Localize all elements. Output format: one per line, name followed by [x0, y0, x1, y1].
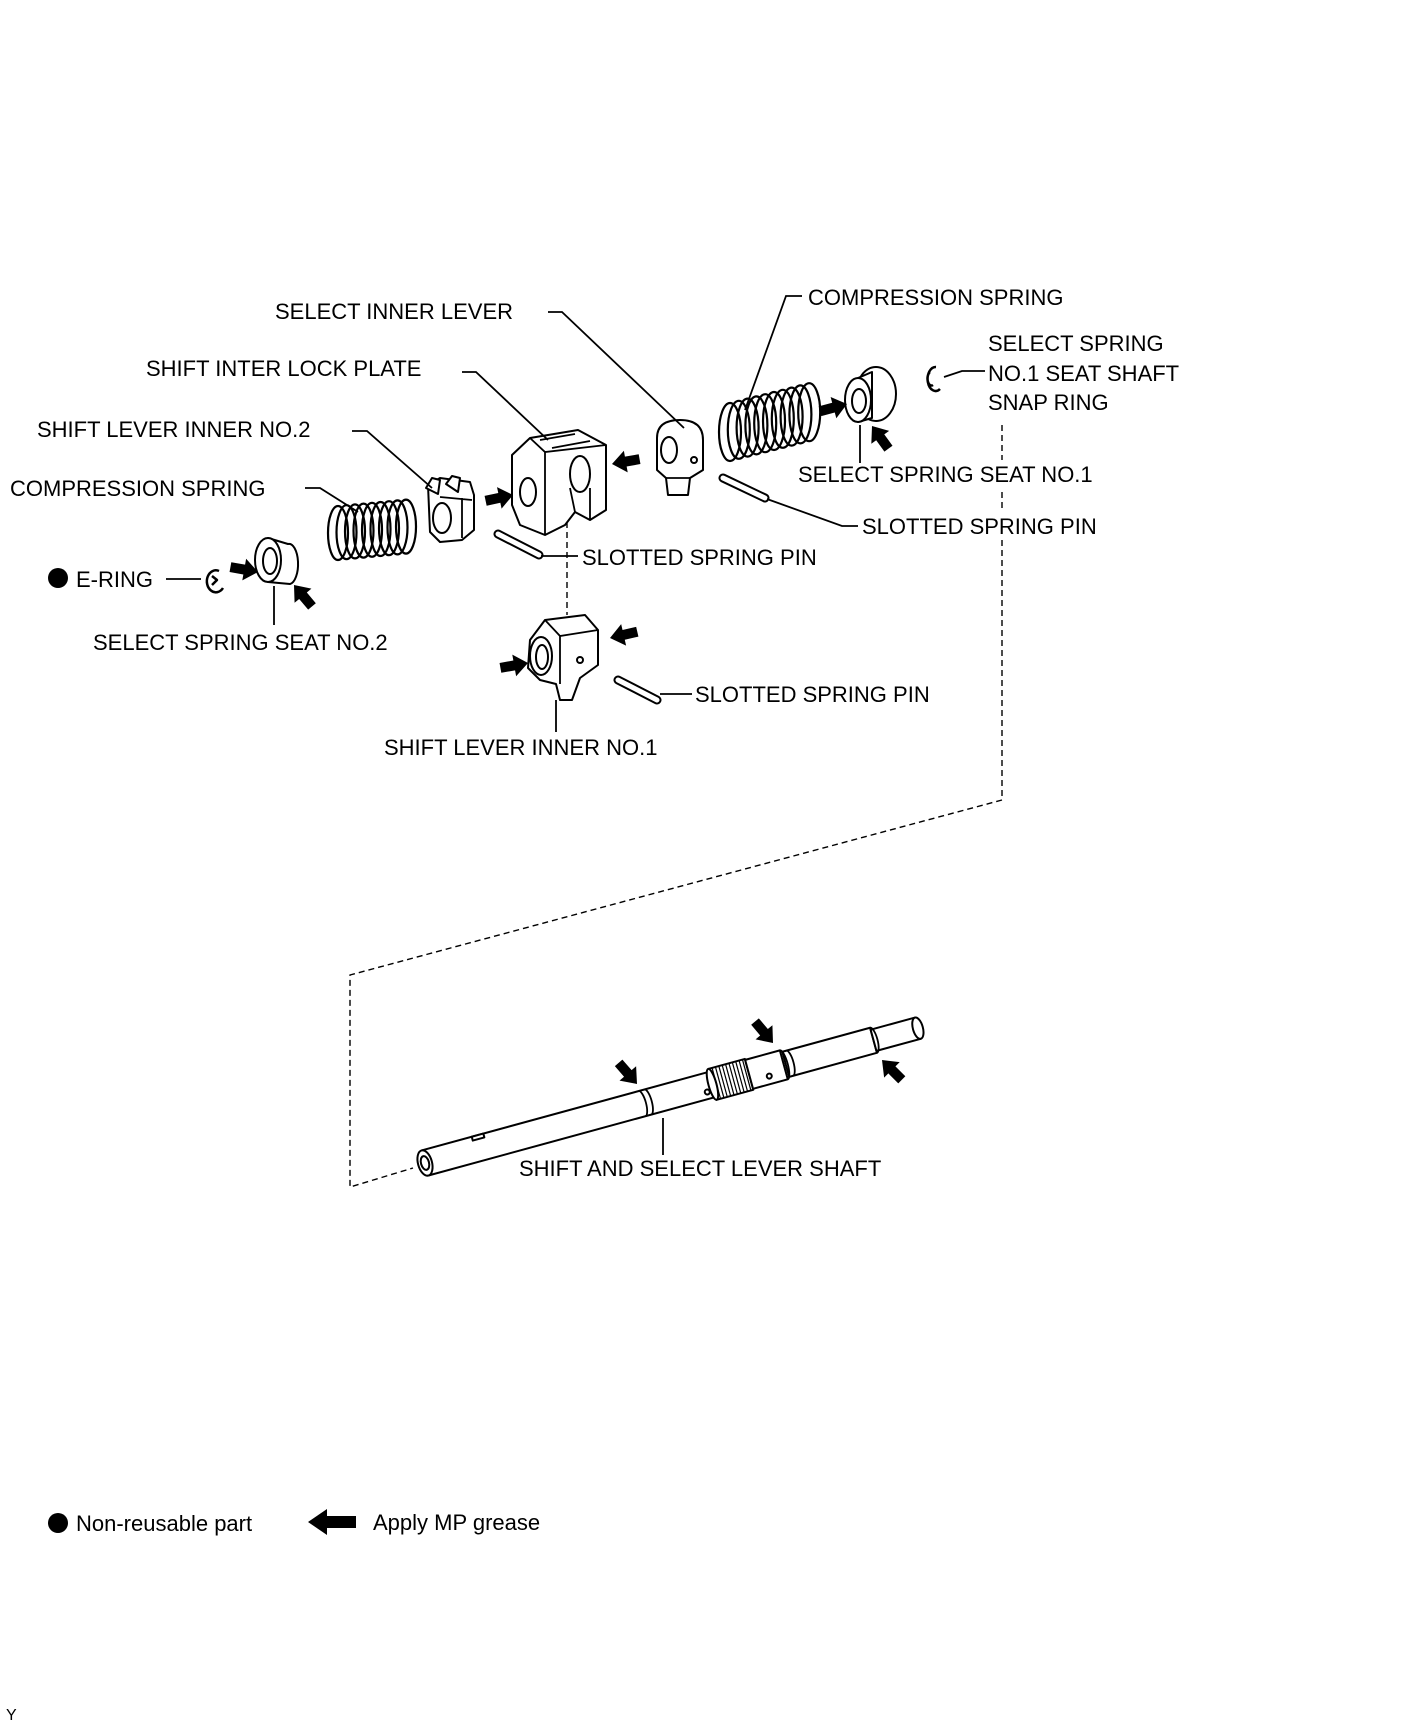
black-dot-icon — [48, 1513, 68, 1533]
leader-shift-inter-lock-plate — [462, 371, 549, 441]
label-snap-ring-line2: NO.1 SEAT SHAFT — [988, 361, 1179, 386]
label-shift-and-select-lever-shaft: SHIFT AND SELECT LEVER SHAFT — [519, 1156, 881, 1181]
spring-coil — [753, 393, 778, 454]
compression-spring-left-part — [326, 498, 418, 562]
spline-ridge — [735, 1061, 745, 1093]
compression-spring-right-part — [717, 382, 822, 463]
shift-inter-lock-plate-part — [511, 429, 607, 536]
shift-lever-inner-no1-part — [527, 614, 599, 701]
grease-arrow-icon — [863, 419, 898, 456]
label-e-ring: E-RING — [76, 567, 153, 592]
legend: Non-reusable part Apply MP grease — [48, 1509, 540, 1536]
grease-arrow-icon — [498, 652, 530, 679]
leader-snap-ring — [943, 370, 985, 378]
slotted-spring-pin-right-part — [718, 473, 770, 503]
spline-ridge — [718, 1065, 728, 1098]
label-slotted-spring-pin-right: SLOTTED SPRING PIN — [862, 514, 1097, 539]
spring-coil — [360, 501, 384, 558]
spring-coil — [394, 498, 418, 555]
label-shift-lever-inner-no2: SHIFT LEVER INNER NO.2 — [37, 417, 310, 442]
spring-coil — [326, 504, 350, 562]
label-snap-ring-line3: SNAP RING — [988, 390, 1109, 415]
spring-coil — [717, 401, 743, 463]
label-select-spring-seat-no2: SELECT SPRING SEAT NO.2 — [93, 630, 388, 655]
spring-coil — [735, 397, 760, 458]
select-inner-lever-part — [656, 419, 704, 496]
spring-coil — [386, 499, 409, 556]
slotted-spring-pin-center-part — [493, 529, 544, 560]
spring-coil — [377, 500, 401, 557]
spring-coil — [770, 388, 795, 449]
spline-ridge — [724, 1064, 735, 1096]
label-select-spring-seat-no1: SELECT SPRING SEAT NO.1 — [798, 462, 1093, 487]
non-reusable-dot-icon — [48, 568, 68, 588]
legend-non-reusable: Non-reusable part — [76, 1511, 252, 1536]
leader-shift-lever-inner-no2 — [352, 430, 433, 489]
spring-coil — [744, 395, 769, 456]
spring-coil — [352, 502, 375, 559]
label-select-inner-lever: SELECT INNER LEVER — [275, 299, 513, 324]
spring-coil — [797, 382, 822, 443]
grease-arrow-icon — [874, 1052, 910, 1088]
spring-coil — [369, 500, 392, 558]
grease-arrow-icon — [607, 620, 640, 649]
spring-coil — [788, 384, 813, 445]
spline-ridge — [714, 1066, 725, 1098]
select-spring-seat-no1-part — [844, 366, 897, 423]
grease-arrow-icon — [746, 1014, 782, 1051]
label-compression-spring-right: COMPRESSION SPRING — [808, 285, 1063, 310]
leader-select-inner-lever — [548, 311, 685, 429]
spline-ridge — [721, 1064, 732, 1097]
spline-ridge — [741, 1059, 752, 1091]
e-ring-part — [205, 569, 225, 594]
legend-apply-grease: Apply MP grease — [373, 1510, 540, 1535]
label-compression-spring-left: COMPRESSION SPRING — [10, 476, 265, 501]
label-shift-inter-lock-plate: SHIFT INTER LOCK PLATE — [146, 356, 421, 381]
grease-arrow-icon — [610, 448, 642, 475]
spline-ridge — [738, 1060, 749, 1092]
corner-code: Y — [6, 1707, 17, 1724]
leader-compression-spring-left — [305, 487, 359, 513]
assembly-line-right — [349, 425, 1003, 1188]
label-shift-lever-inner-no1: SHIFT LEVER INNER NO.1 — [384, 735, 657, 760]
grease-arrow-icon — [610, 1055, 646, 1092]
label-slotted-spring-pin-lower: SLOTTED SPRING PIN — [695, 682, 930, 707]
select-spring-seat-no2-part — [254, 537, 300, 585]
shift-and-select-lever-shaft-part — [416, 1016, 925, 1177]
black-arrow-icon — [308, 1509, 356, 1535]
spring-coil — [779, 386, 804, 447]
spring-coil — [761, 390, 787, 452]
spring-coil — [343, 503, 367, 560]
label-snap-ring-line1: SELECT SPRING — [988, 331, 1164, 356]
leader-compression-spring-right — [744, 295, 802, 411]
slotted-spring-pin-lower-part — [613, 675, 662, 705]
leader-slotted-spring-pin-right — [766, 498, 858, 527]
spline-ridge — [731, 1062, 742, 1094]
label-slotted-spring-pin-center: SLOTTED SPRING PIN — [582, 545, 817, 570]
shift-lever-inner-no2-part — [425, 475, 475, 543]
spline-ridge — [728, 1063, 738, 1095]
spring-coil — [726, 399, 751, 460]
grease-arrow-icon — [483, 484, 516, 512]
snap-ring-part — [926, 365, 941, 393]
